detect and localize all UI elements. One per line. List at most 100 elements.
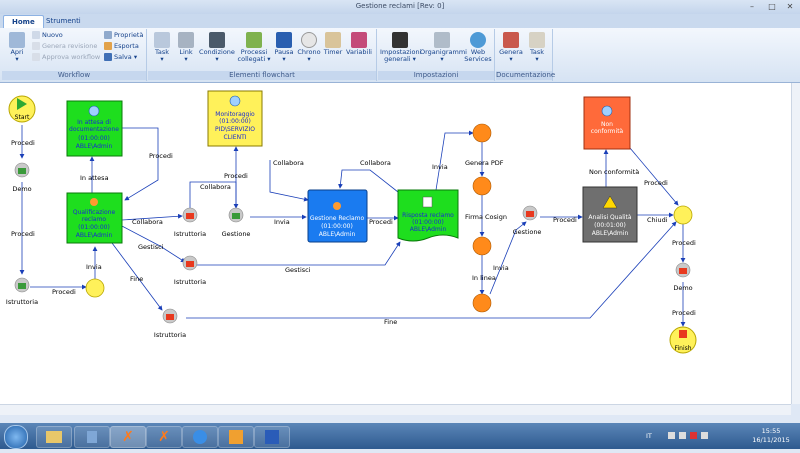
junction-node-1[interactable] — [85, 278, 105, 298]
taskbar: ✗ ✗ IT 15:55 16/11/2015 — [0, 423, 800, 449]
clock-icon — [229, 95, 241, 107]
tab-home[interactable]: Home — [3, 15, 44, 29]
label-fine-1: Fine — [130, 275, 143, 283]
svg-text:Finish: Finish — [674, 345, 691, 352]
label-gestisci-1: Gestisci — [138, 243, 164, 251]
svg-text:ABLE\Admin: ABLE\Admin — [592, 230, 629, 237]
task-gestione-reclamo[interactable]: Gestione Reclamo (01:00:00) ABLE\Admin — [307, 189, 368, 243]
condizione-button[interactable]: Condizione▾ — [198, 32, 236, 63]
esporta-button[interactable]: Esporta — [104, 42, 139, 51]
svg-text:Gestione Reclamo: Gestione Reclamo — [310, 215, 365, 222]
organigrammi-button[interactable]: Organigrammi▾ — [420, 32, 467, 63]
word-icon — [265, 430, 279, 444]
workflow-canvas[interactable]: Procedi Procedi Procedi Invia In attesa … — [0, 83, 791, 404]
link-icon — [178, 32, 194, 48]
flashlight-icon — [392, 32, 408, 48]
task-in-attesa[interactable]: In attesa di documentazione (01:00:00) A… — [66, 100, 123, 157]
label-in-linea: In linea — [472, 274, 496, 282]
service-node-4[interactable] — [472, 293, 492, 313]
taskbar-ie[interactable] — [182, 426, 218, 448]
genera-button[interactable]: Genera▾ — [498, 32, 524, 63]
ribbon-tabs: Home Strumenti — [0, 14, 800, 29]
task-risposta-reclamo[interactable]: Risposta reclamo (01:00:00) ABLE\Admin — [397, 189, 459, 242]
horizontal-scrollbar[interactable] — [0, 404, 791, 415]
clock[interactable]: 15:55 16/11/2015 — [748, 427, 794, 453]
label-collabora-3: Collabora — [273, 159, 304, 167]
label-collabora-4: Collabora — [360, 159, 391, 167]
svg-text:Monitoraggio: Monitoraggio — [215, 111, 255, 118]
svg-text:(01:00:00): (01:00:00) — [412, 219, 444, 226]
hourglass-icon — [325, 32, 341, 48]
connector-labels: Procedi Procedi Procedi Invia In attesa … — [11, 139, 696, 326]
start-button[interactable] — [4, 425, 28, 449]
service-node-1[interactable] — [472, 123, 492, 143]
istruttoria-node-3[interactable]: Istruttoria — [154, 308, 186, 339]
minimize-button[interactable]: – — [750, 2, 754, 11]
flowchart-svg[interactable]: Procedi Procedi Procedi Invia In attesa … — [0, 83, 791, 404]
folder-icon — [46, 431, 62, 443]
approva-workflow-button[interactable]: Approva workflow — [32, 53, 100, 62]
gestione-node-1[interactable]: Gestione — [222, 207, 251, 238]
junction-node-2[interactable] — [673, 205, 693, 225]
istruttoria-node-left[interactable]: Istruttoria — [6, 277, 38, 306]
tray-icons[interactable] — [668, 432, 732, 440]
taskbar-workflow-app-2[interactable]: ✗ — [146, 426, 182, 448]
start-node[interactable]: Start — [8, 95, 36, 123]
tab-strumenti[interactable]: Strumenti — [46, 17, 81, 25]
org-chart-icon — [434, 32, 450, 48]
taskbar-outlook[interactable] — [218, 426, 254, 448]
gestione-node-2[interactable]: Gestione — [513, 205, 542, 236]
task-monitoraggio[interactable]: Monitoraggio (01:00:00) PID\SERVIZIO CLI… — [207, 90, 263, 147]
salva-button[interactable]: Salva ▾ — [104, 53, 137, 62]
taskbar-explorer[interactable] — [36, 426, 72, 448]
demo-node-right[interactable]: Demo — [673, 262, 693, 292]
proprieta-button[interactable]: Proprietà — [104, 31, 143, 40]
chrono-button[interactable]: Chrono▾ — [296, 32, 322, 63]
svg-text:Istruttoria: Istruttoria — [6, 298, 38, 306]
label-fine-2: Fine — [384, 318, 397, 326]
flag-icon — [668, 432, 675, 439]
variables-icon — [351, 32, 367, 48]
finish-node[interactable]: Finish — [669, 326, 697, 354]
pausa-button[interactable]: Pausa▾ — [272, 32, 296, 63]
service-node-3[interactable] — [472, 236, 492, 256]
variabili-button[interactable]: Variabili — [344, 32, 374, 56]
istruttoria-node-2[interactable]: Istruttoria — [174, 255, 206, 286]
group-label-elementi: Elementi flowchart — [148, 71, 376, 80]
label-procedi-3: Procedi — [52, 288, 76, 296]
task-non-conformita[interactable]: Non conformità — [583, 96, 631, 150]
language-indicator[interactable]: IT — [646, 432, 652, 440]
service-node-2[interactable] — [472, 176, 492, 196]
label-collabora-2: Collabora — [200, 183, 231, 191]
istruttoria-node-1[interactable]: Istruttoria — [174, 207, 206, 238]
maximize-button[interactable]: □ — [768, 2, 776, 11]
properties-icon — [104, 31, 112, 39]
ribbon: Apri▾ Nuovo Genera revisione Approva wor… — [0, 28, 800, 83]
link-button[interactable]: Link▾ — [174, 32, 198, 63]
nuovo-button[interactable]: Nuovo — [32, 31, 63, 40]
demo-node-left[interactable]: Demo — [12, 162, 32, 193]
close-button[interactable]: ✕ — [786, 2, 794, 11]
taskbar-word[interactable] — [254, 426, 290, 448]
mail-icon — [229, 430, 243, 444]
svg-text:Demo: Demo — [673, 284, 692, 292]
vertical-scrollbar[interactable] — [791, 83, 800, 404]
workflow-app-icon: ✗ — [122, 429, 134, 445]
label-procedi-8: Procedi — [644, 179, 668, 187]
svg-text:Demo: Demo — [12, 185, 31, 193]
task-button[interactable]: Task▾ — [150, 32, 174, 63]
label-procedi-9: Procedi — [672, 239, 696, 247]
genera-revisione-button[interactable]: Genera revisione — [32, 42, 97, 51]
svg-text:Qualificazione: Qualificazione — [73, 209, 116, 216]
task-qualificazione[interactable]: Qualificazione reclamo (01:00:00) ABLE\A… — [66, 192, 123, 244]
svg-text:documentazione: documentazione — [69, 126, 119, 133]
taskbar-workflow-app[interactable]: ✗ — [110, 426, 146, 448]
task-analisi-qualita[interactable]: Analisi Qualità (00:01:00) ABLE\Admin — [582, 186, 638, 243]
timer-button[interactable]: Timer — [322, 32, 344, 56]
taskbar-app-1[interactable] — [74, 426, 110, 448]
doc-task-button[interactable]: Task▾ — [524, 32, 550, 63]
apri-button[interactable]: Apri▾ — [6, 32, 28, 63]
